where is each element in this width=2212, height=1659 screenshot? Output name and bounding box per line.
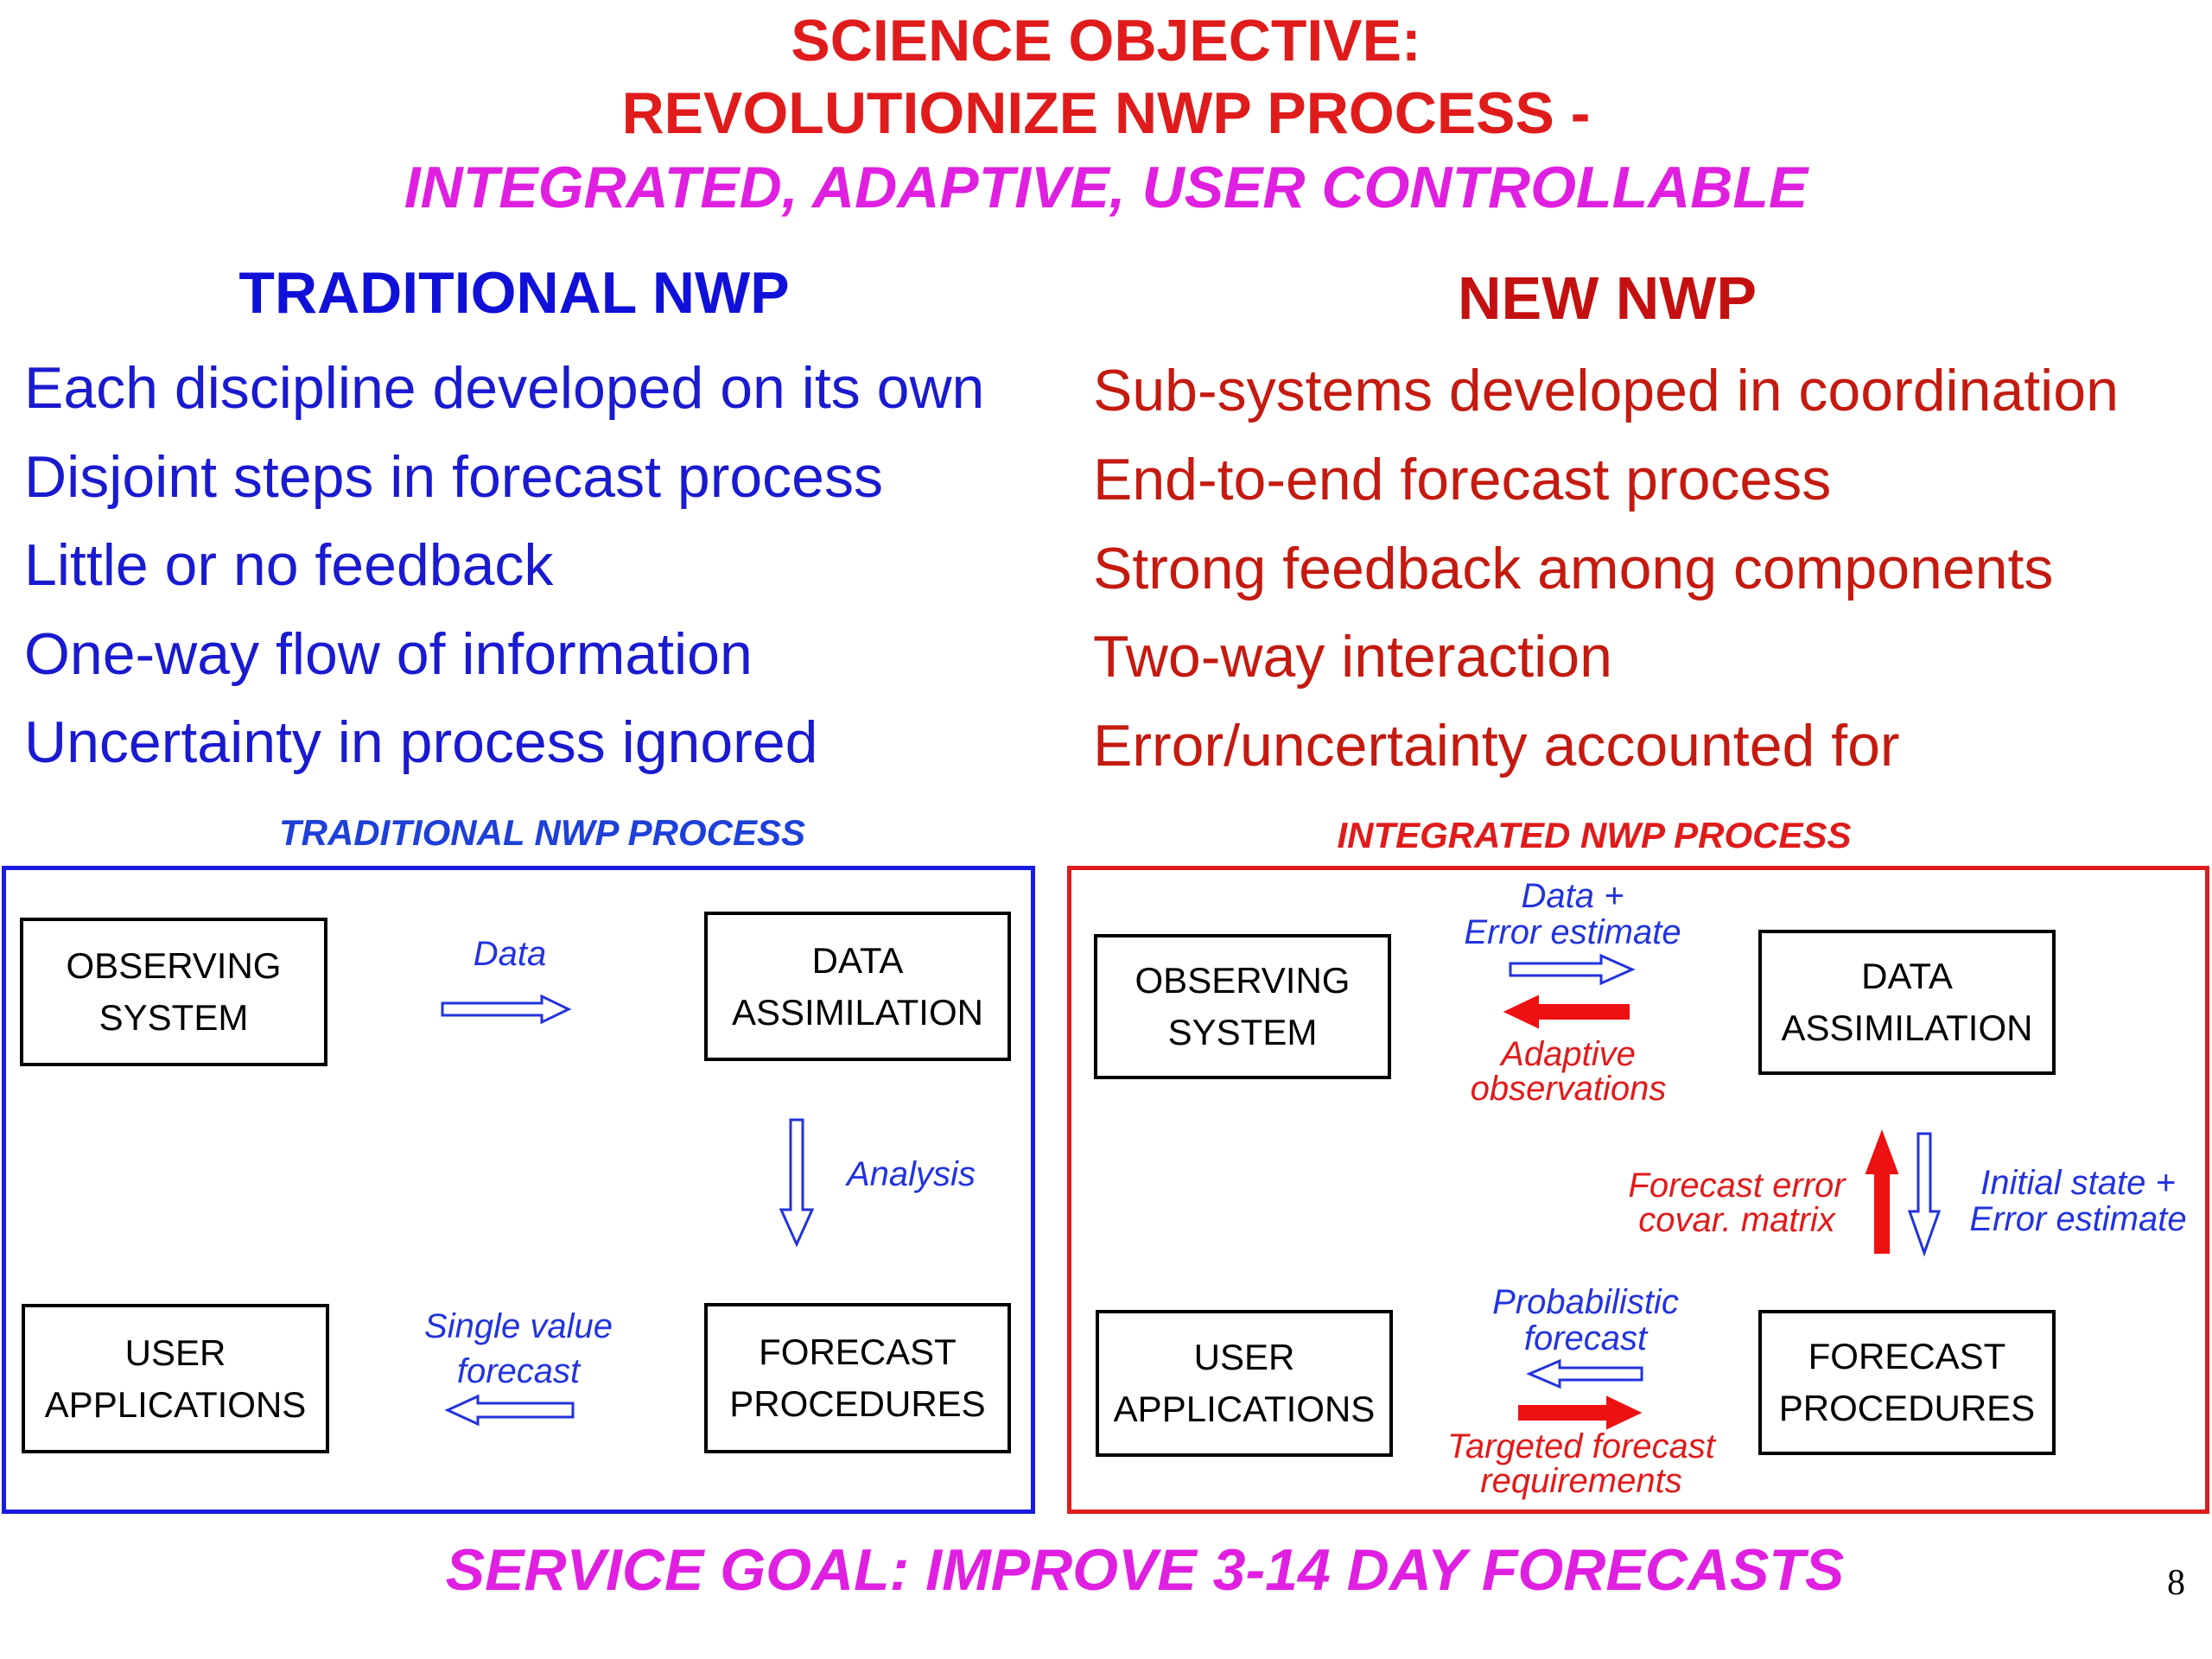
label-line: requirements — [1480, 1462, 1682, 1500]
data-right-arrow — [441, 994, 572, 1025]
new-item: Two-way interaction — [1093, 624, 1612, 690]
label-line: Probabilistic — [1492, 1283, 1679, 1321]
traditional-item: Uncertainty in process ignored — [24, 709, 818, 775]
forecast-error-covariance-label: Forecast error covar. matrix — [1607, 1168, 1866, 1237]
integrated-forecast-procedures-box: FORECAST PROCEDURES — [1758, 1310, 2056, 1455]
integrated-observing-system-box: OBSERVING SYSTEM — [1094, 934, 1391, 1079]
box-label-line: OBSERVING — [66, 945, 282, 986]
single-value-left-arrow — [444, 1394, 575, 1427]
traditional-observing-system-box: OBSERVING SYSTEM — [20, 918, 327, 1066]
traditional-forecast-procedures-box: FORECAST PROCEDURES — [704, 1303, 1011, 1453]
new-item: Strong feedback among components — [1093, 536, 2054, 601]
box-label-line: SYSTEM — [1167, 1012, 1318, 1052]
label-line: Error estimate — [1969, 1200, 2187, 1238]
targeted-forecast-requirements-label: Targeted forecast requirements — [1417, 1429, 1745, 1498]
new-heading: NEW NWP — [1457, 264, 1758, 332]
integrated-user-applications-box: USER APPLICATIONS — [1096, 1310, 1393, 1457]
box-label-line: DATA — [1861, 956, 1953, 996]
traditional-process-title: TRADITIONAL NWP PROCESS — [278, 812, 806, 853]
label-line: covar. matrix — [1638, 1201, 1835, 1239]
label-line: forecast — [1523, 1319, 1648, 1357]
label-line: Data + — [1521, 877, 1624, 915]
data-error-estimate-label: Data + Error estimate — [1434, 878, 1711, 950]
box-label-line: FORECAST — [1808, 1336, 2006, 1376]
title-line-3: INTEGRATED, ADAPTIVE, USER CONTROLLABLE — [404, 155, 1808, 220]
title-line-2: REVOLUTIONIZE NWP PROCESS - — [621, 80, 1591, 146]
box-label-line: ASSIMILATION — [732, 991, 983, 1033]
service-goal-footer: SERVICE GOAL: IMPROVE 3-14 DAY FORECASTS — [445, 1537, 1845, 1603]
box-label-line: DATA — [811, 939, 904, 981]
adaptive-observations-left-arrow — [1503, 995, 1630, 1029]
traditional-heading: TRADITIONAL NWP — [238, 260, 790, 326]
initial-state-down-arrow — [1907, 1132, 1942, 1257]
analysis-flow-label: Analysis — [847, 1155, 976, 1193]
integrated-process-title: INTEGRATED NWP PROCESS — [1337, 815, 1852, 855]
new-item: Sub-systems developed in coordination — [1093, 358, 2119, 423]
label-line: Error estimate — [1464, 913, 1681, 951]
new-item: Error/uncertainty accounted for — [1093, 713, 1900, 779]
label-line: Forecast error — [1628, 1166, 1846, 1205]
label-line: Initial state + — [1980, 1164, 2176, 1202]
traditional-item: One-way flow of information — [24, 621, 753, 687]
forecast-error-up-arrow — [1865, 1129, 1899, 1254]
box-label-line: USER — [1193, 1337, 1295, 1377]
label-line: Adaptive — [1501, 1035, 1636, 1073]
title-line-1: SCIENCE OBJECTIVE: — [791, 8, 1421, 73]
box-label-line: OBSERVING — [1135, 960, 1351, 1001]
traditional-data-assimilation-box: DATA ASSIMILATION — [704, 912, 1011, 1061]
traditional-item: Each discipline developed on its own — [24, 355, 985, 421]
box-label-line: USER — [124, 1332, 226, 1373]
box-label-line: APPLICATIONS — [44, 1383, 307, 1425]
box-label-line: PROCEDURES — [729, 1383, 986, 1424]
label-line: forecast — [456, 1352, 581, 1390]
analysis-down-arrow — [779, 1118, 815, 1248]
traditional-user-applications-box: USER APPLICATIONS — [22, 1304, 329, 1453]
page-number: 8 — [2167, 1563, 2185, 1603]
traditional-process-panel — [2, 866, 1035, 1514]
integrated-data-assimilation-box: DATA ASSIMILATION — [1758, 930, 2056, 1075]
box-label-line: FORECAST — [759, 1332, 957, 1372]
label-line: observations — [1470, 1070, 1667, 1108]
new-item: End-to-end forecast process — [1093, 447, 1832, 512]
data-flow-label: Data — [473, 935, 547, 973]
adaptive-observations-label: Adaptive observations — [1434, 1037, 1702, 1106]
single-value-forecast-label: Single value forecast — [397, 1303, 639, 1393]
initial-state-error-label: Initial state + Error estimate — [1948, 1165, 2208, 1237]
label-line: Single value — [424, 1307, 613, 1345]
integrated-process-panel — [1067, 866, 2209, 1514]
targeted-requirements-right-arrow — [1518, 1395, 1643, 1430]
traditional-item: Little or no feedback — [24, 532, 554, 598]
box-label-line: ASSIMILATION — [1781, 1007, 2033, 1048]
traditional-item: Disjoint steps in forecast process — [24, 444, 883, 510]
box-label-line: PROCEDURES — [1778, 1388, 2036, 1428]
label-line: Targeted forecast — [1447, 1427, 1715, 1465]
box-label-line: SYSTEM — [99, 997, 249, 1038]
data-error-right-arrow — [1509, 953, 1636, 986]
box-label-line: APPLICATIONS — [1113, 1389, 1376, 1429]
probabilistic-left-arrow — [1526, 1358, 1643, 1389]
probabilistic-forecast-label: Probabilistic forecast — [1460, 1284, 1711, 1357]
